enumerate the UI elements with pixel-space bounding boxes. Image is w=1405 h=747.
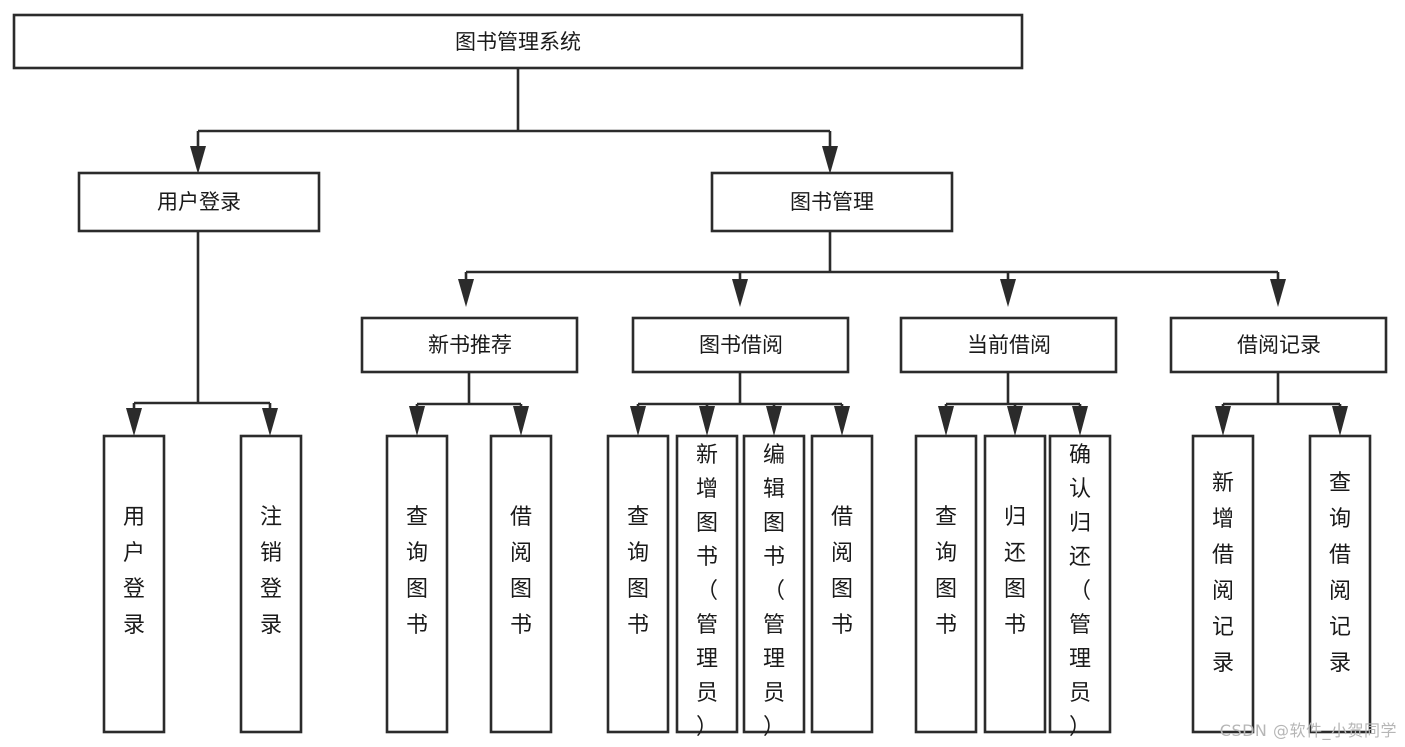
connector-group-new-book-rec (409, 372, 529, 436)
node-leaf-add-book-box[interactable] (675, 434, 739, 734)
node-borrow-record-box[interactable] (1169, 316, 1388, 374)
node-leaf-borrow-book-1[interactable]: 借阅图书 (489, 434, 553, 734)
node-root[interactable]: 图书管理系统 (12, 13, 1024, 70)
node-current-borrow[interactable]: 当前借阅 (899, 316, 1118, 374)
node-leaf-query-book-3-box[interactable] (914, 434, 978, 734)
connector-group-root (190, 68, 838, 174)
node-book-manage-box[interactable] (710, 171, 954, 233)
node-leaf-logout[interactable]: 注销登录 (239, 434, 303, 734)
node-leaf-confirm-return-box[interactable] (1048, 434, 1112, 734)
arrow-head-user-login (190, 146, 206, 174)
node-leaf-borrow-book-2-label: 借阅图书 (831, 505, 853, 638)
arrow-head-leaf-user-login (126, 408, 142, 436)
arrow-head-borrow-record (1270, 279, 1286, 307)
node-leaf-query-book-1-label: 查询图书 (406, 505, 428, 638)
node-leaf-query-book-2[interactable]: 查询图书 (606, 434, 670, 734)
node-new-book-rec-label: 新书推荐 (428, 333, 512, 357)
node-new-book-rec[interactable]: 新书推荐 (360, 316, 579, 374)
connector-group-borrow-record (1215, 372, 1348, 436)
node-leaf-add-record[interactable]: 新增借阅记录 (1191, 434, 1255, 734)
node-leaf-borrow-book-2-box[interactable] (810, 434, 874, 734)
node-borrow-record[interactable]: 借阅记录 (1169, 316, 1388, 374)
arrow-head-current-borrow (1000, 279, 1016, 307)
node-root-label: 图书管理系统 (455, 30, 581, 54)
node-current-borrow-box[interactable] (899, 316, 1118, 374)
connector-group-current-borrow (938, 372, 1088, 436)
arrow-head-leaf-query-book-2 (630, 406, 646, 436)
arrow-head-book-borrow (732, 279, 748, 307)
arrow-head-leaf-add-book (699, 406, 715, 436)
arrow-head-leaf-return-book (1007, 406, 1023, 436)
node-leaf-query-record-box[interactable] (1308, 434, 1372, 734)
node-leaf-user-login[interactable]: 用户登录 (102, 434, 166, 734)
arrow-head-book-manage (822, 146, 838, 174)
node-leaf-return-book-box[interactable] (983, 434, 1047, 734)
node-leaf-edit-book-box[interactable] (742, 434, 806, 734)
arrow-head-leaf-borrow-book-1 (513, 406, 529, 436)
arrow-head-leaf-edit-book (766, 406, 782, 436)
node-current-borrow-label: 当前借阅 (967, 333, 1051, 357)
node-leaf-logout-box[interactable] (239, 434, 303, 734)
node-leaf-query-book-2-label: 查询图书 (627, 505, 649, 638)
node-leaf-logout-label: 注销登录 (260, 505, 282, 638)
arrow-head-leaf-query-book-1 (409, 406, 425, 436)
node-book-borrow-label: 图书借阅 (699, 333, 783, 357)
connector-group-book-borrow (630, 372, 850, 436)
arrow-head-leaf-add-record (1215, 406, 1231, 436)
node-leaf-borrow-book-2[interactable]: 借阅图书 (810, 434, 874, 734)
connector-group-book-manage (458, 231, 1286, 307)
node-leaf-add-book-label: 新增图书（管理员） (696, 443, 718, 740)
node-leaf-query-book-3[interactable]: 查询图书 (914, 434, 978, 734)
node-leaf-edit-book-label: 编辑图书（管理员） (763, 443, 785, 740)
node-leaf-user-login-box[interactable] (102, 434, 166, 734)
node-leaf-user-login-label: 用户登录 (123, 505, 145, 638)
node-user-login-label: 用户登录 (157, 190, 241, 214)
node-book-borrow-box[interactable] (631, 316, 850, 374)
node-leaf-add-record-box[interactable] (1191, 434, 1255, 734)
arrow-head-leaf-query-record (1332, 406, 1348, 436)
node-leaf-borrow-book-1-label: 借阅图书 (510, 505, 532, 638)
arrow-head-leaf-logout (262, 408, 278, 436)
node-leaf-query-book-1[interactable]: 查询图书 (385, 434, 449, 734)
node-book-manage[interactable]: 图书管理 (710, 171, 954, 233)
node-user-login-box[interactable] (77, 171, 321, 233)
node-leaf-query-record-label: 查询借阅记录 (1329, 471, 1351, 676)
node-leaf-return-book-label: 归还图书 (1004, 505, 1026, 638)
arrow-head-leaf-confirm-return (1072, 406, 1088, 436)
node-leaf-query-book-3-label: 查询图书 (935, 505, 957, 638)
node-user-login[interactable]: 用户登录 (77, 171, 321, 233)
node-book-manage-label: 图书管理 (790, 190, 874, 214)
node-leaf-query-book-1-box[interactable] (385, 434, 449, 734)
arrow-head-leaf-borrow-book-2 (834, 406, 850, 436)
node-leaf-add-book[interactable]: 新增图书（管理员） (675, 434, 739, 740)
node-leaf-borrow-book-1-box[interactable] (489, 434, 553, 734)
arrow-head-leaf-query-book-3 (938, 406, 954, 436)
node-leaf-add-record-label: 新增借阅记录 (1212, 471, 1234, 676)
node-leaf-edit-book[interactable]: 编辑图书（管理员） (742, 434, 806, 740)
node-book-borrow[interactable]: 图书借阅 (631, 316, 850, 374)
node-leaf-confirm-return[interactable]: 确认归还（管理员） (1048, 434, 1112, 740)
node-new-book-rec-box[interactable] (360, 316, 579, 374)
node-leaf-query-record[interactable]: 查询借阅记录 (1308, 434, 1372, 734)
arrow-head-new-book-rec (458, 279, 474, 307)
node-root-box[interactable] (12, 13, 1024, 70)
node-leaf-query-book-2-box[interactable] (606, 434, 670, 734)
node-borrow-record-label: 借阅记录 (1237, 333, 1321, 357)
connector-group-user-login (126, 231, 278, 436)
node-leaf-return-book[interactable]: 归还图书 (983, 434, 1047, 734)
node-leaf-confirm-return-label: 确认归还（管理员） (1069, 443, 1091, 740)
